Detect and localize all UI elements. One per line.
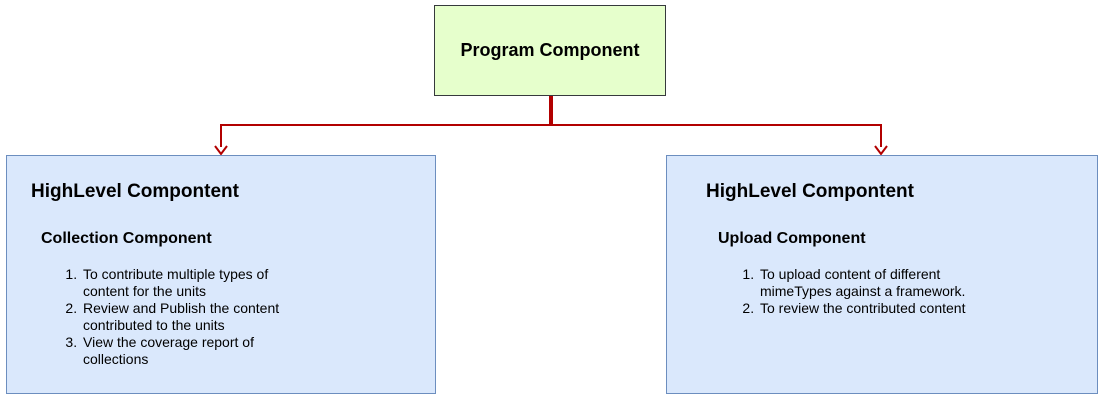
- right-highlevel-title: HighLevel Compontent: [706, 181, 914, 202]
- list-item: To contribute multiple types of content …: [81, 266, 351, 300]
- list-item: Review and Publish the content contribut…: [81, 300, 351, 334]
- list-item: View the coverage report of collections: [81, 334, 351, 368]
- program-component-title: Program Component: [460, 40, 640, 60]
- upload-item-list: To upload content of different mimeTypes…: [738, 266, 1048, 317]
- collection-highlevel-box: HighLevel Compontent Collection Componen…: [6, 155, 436, 394]
- list-item: To review the contributed content: [758, 300, 1048, 317]
- program-component-box: Program Component: [434, 5, 666, 96]
- left-highlevel-title: HighLevel Compontent: [31, 181, 239, 202]
- connector-right-branch: [551, 124, 882, 147]
- list-item: To upload content of different mimeTypes…: [758, 266, 1048, 300]
- connector-left-branch: [220, 124, 551, 147]
- arrowhead-left: [214, 145, 228, 156]
- collection-item-list: To contribute multiple types of content …: [61, 266, 351, 368]
- arrowhead-right: [874, 145, 888, 156]
- collection-component-title: Collection Component: [41, 230, 212, 247]
- upload-component-title: Upload Component: [718, 230, 866, 247]
- upload-highlevel-box: HighLevel Compontent Upload Component To…: [666, 155, 1098, 394]
